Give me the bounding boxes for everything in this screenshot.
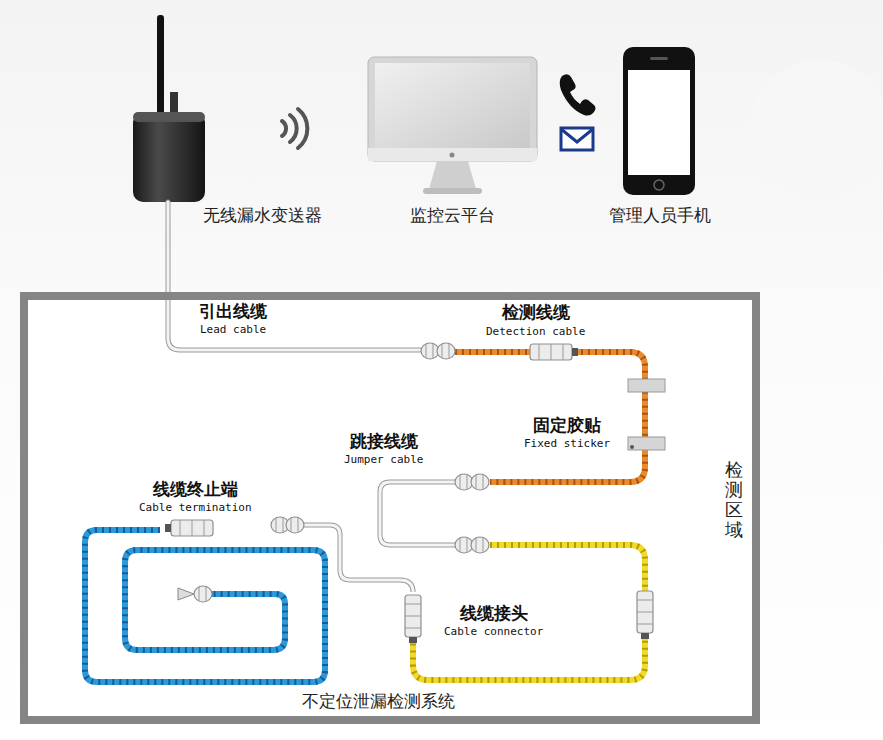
part-name: 固定胶贴 bbox=[531, 416, 603, 436]
transmitter-body bbox=[133, 112, 205, 202]
caption: 不定位泄漏检测系统 bbox=[302, 690, 455, 713]
part-name: 线缆终止端 bbox=[151, 480, 240, 500]
detection-region: 检测区域 bbox=[20, 292, 760, 724]
lead-cable bbox=[168, 202, 420, 350]
monitor-icon bbox=[368, 57, 537, 194]
node-label: 无线漏水变送器 bbox=[203, 204, 322, 227]
detection-cable-yellow bbox=[413, 545, 645, 680]
antenna bbox=[157, 15, 164, 117]
part-name-english: Cable termination bbox=[137, 502, 254, 515]
region-label: 检测区域 bbox=[725, 460, 743, 539]
part-name: 检测线缆 bbox=[500, 303, 572, 323]
mobile-phone bbox=[623, 47, 695, 195]
platform-node: 监控云平台 bbox=[410, 204, 495, 227]
part-name: 引出线缆 bbox=[197, 302, 269, 322]
detection-cable-blue bbox=[85, 530, 325, 682]
node-label: 监控云平台 bbox=[410, 204, 495, 227]
mail-icon bbox=[561, 128, 593, 150]
transmitter-node: 无线漏水变送器 bbox=[203, 204, 322, 227]
part-name: 线缆接头 bbox=[458, 604, 530, 624]
part-name-english: Fixed sticker bbox=[522, 438, 612, 451]
part-name-english: Jumper cable bbox=[342, 454, 425, 467]
phone-node: 管理人员手机 bbox=[609, 204, 711, 227]
part-name-english: Lead cable bbox=[198, 324, 268, 337]
fixed-sticker bbox=[628, 379, 665, 450]
part-name: 跳接线缆 bbox=[348, 432, 420, 452]
phone-call-icon bbox=[560, 74, 596, 115]
part-name-english: Cable connector bbox=[442, 626, 545, 639]
wireless-symbol bbox=[282, 109, 307, 148]
part-name-english: Detection cable bbox=[484, 326, 587, 339]
node-label: 管理人员手机 bbox=[609, 204, 711, 227]
detection-cable bbox=[455, 352, 645, 482]
